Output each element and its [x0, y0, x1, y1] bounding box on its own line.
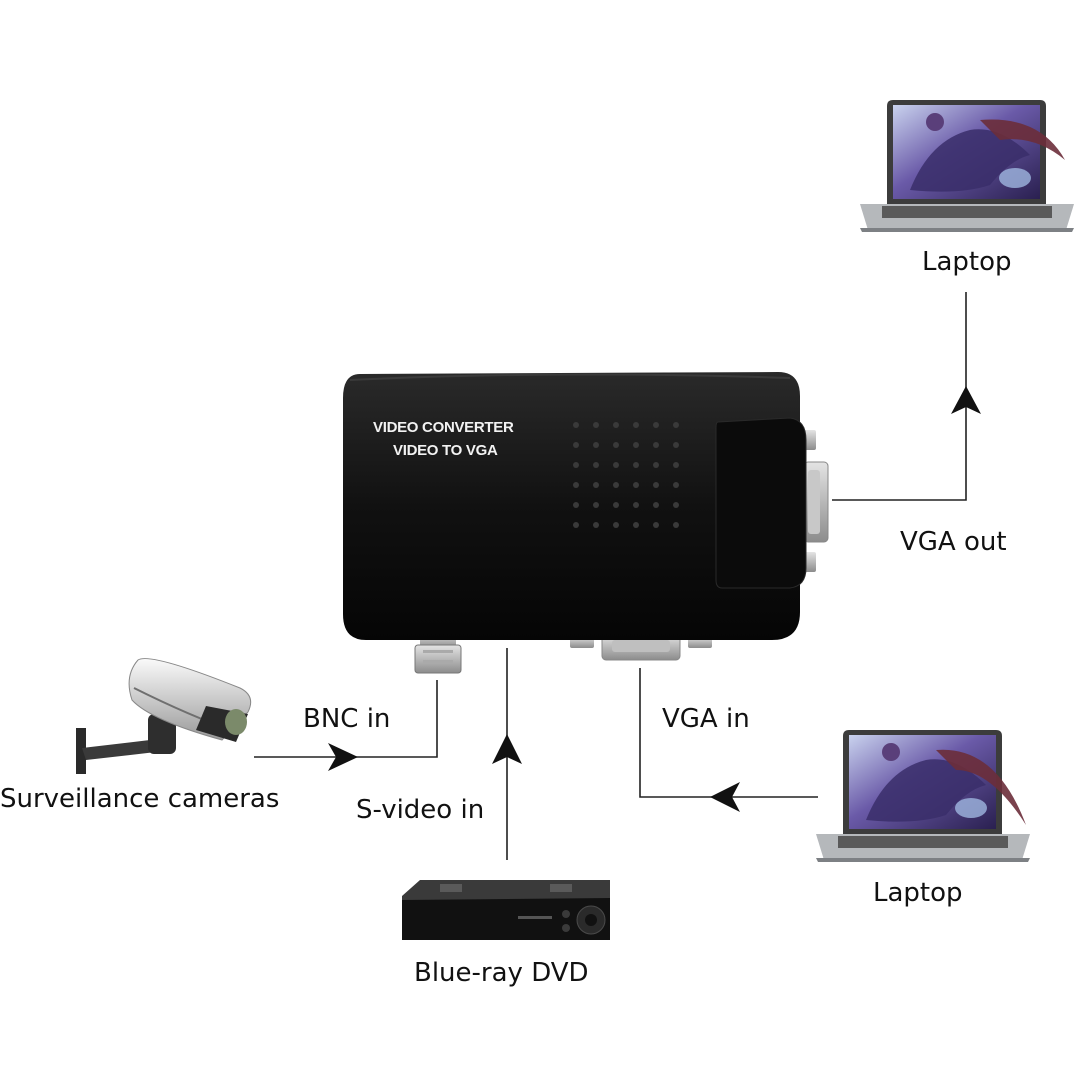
surveillance-camera-image — [76, 658, 252, 774]
vent-hole — [653, 442, 659, 448]
arrow-heads — [328, 386, 981, 812]
vent-hole — [633, 442, 639, 448]
vent-hole — [673, 462, 679, 468]
device-title-line2: VIDEO TO VGA — [393, 442, 498, 459]
label-surveillance-cameras: Surveillance cameras — [0, 784, 280, 814]
device-side-panel — [715, 417, 807, 589]
vent-hole — [593, 482, 599, 488]
label-laptop-bottom: Laptop — [873, 878, 963, 908]
vent-hole — [673, 502, 679, 508]
vent-hole — [613, 502, 619, 508]
vent-hole — [673, 422, 679, 428]
label-vga-in: VGA in — [662, 704, 750, 734]
vent-hole — [633, 422, 639, 428]
vent-hole — [573, 442, 579, 448]
label-svideo-in: S-video in — [356, 795, 485, 825]
vent-hole — [613, 422, 619, 428]
vent-hole — [593, 462, 599, 468]
device-body — [343, 372, 800, 640]
video-converter-device — [343, 372, 829, 674]
vent-hole — [593, 502, 599, 508]
vent-hole — [673, 522, 679, 528]
vent-hole — [573, 462, 579, 468]
vent-hole — [613, 442, 619, 448]
laptop-bottom-image — [816, 730, 1030, 862]
vent-hole — [593, 422, 599, 428]
laptop-top-image — [860, 100, 1074, 232]
vent-hole — [633, 502, 639, 508]
label-vga-out: VGA out — [900, 527, 1007, 557]
label-laptop-top: Laptop — [922, 247, 1012, 277]
vent-hole — [653, 522, 659, 528]
vent-hole — [613, 522, 619, 528]
vent-hole — [573, 522, 579, 528]
vent-hole — [673, 482, 679, 488]
device-title-line1: VIDEO CONVERTER — [373, 419, 514, 436]
bnc-in-line — [254, 680, 438, 758]
vga-in-line — [639, 668, 818, 798]
vent-hole — [633, 522, 639, 528]
bluray-dvd-image — [402, 880, 610, 940]
vent-hole — [573, 502, 579, 508]
arrow-up-icon — [951, 386, 981, 414]
vent-grid — [573, 422, 679, 528]
vent-hole — [573, 482, 579, 488]
vent-hole — [593, 442, 599, 448]
vent-hole — [653, 462, 659, 468]
vent-hole — [653, 422, 659, 428]
vent-hole — [673, 442, 679, 448]
label-bluray-dvd: Blue-ray DVD — [414, 958, 589, 988]
arrow-right-icon — [328, 743, 358, 771]
vent-hole — [653, 482, 659, 488]
vent-hole — [633, 482, 639, 488]
vent-hole — [613, 462, 619, 468]
vent-hole — [633, 462, 639, 468]
arrow-up-icon — [492, 734, 522, 764]
vent-hole — [593, 522, 599, 528]
vent-hole — [613, 482, 619, 488]
vent-hole — [653, 502, 659, 508]
vent-hole — [573, 422, 579, 428]
label-bnc-in: BNC in — [303, 704, 391, 734]
arrow-left-icon — [710, 782, 740, 812]
vga-out-line — [832, 292, 967, 501]
